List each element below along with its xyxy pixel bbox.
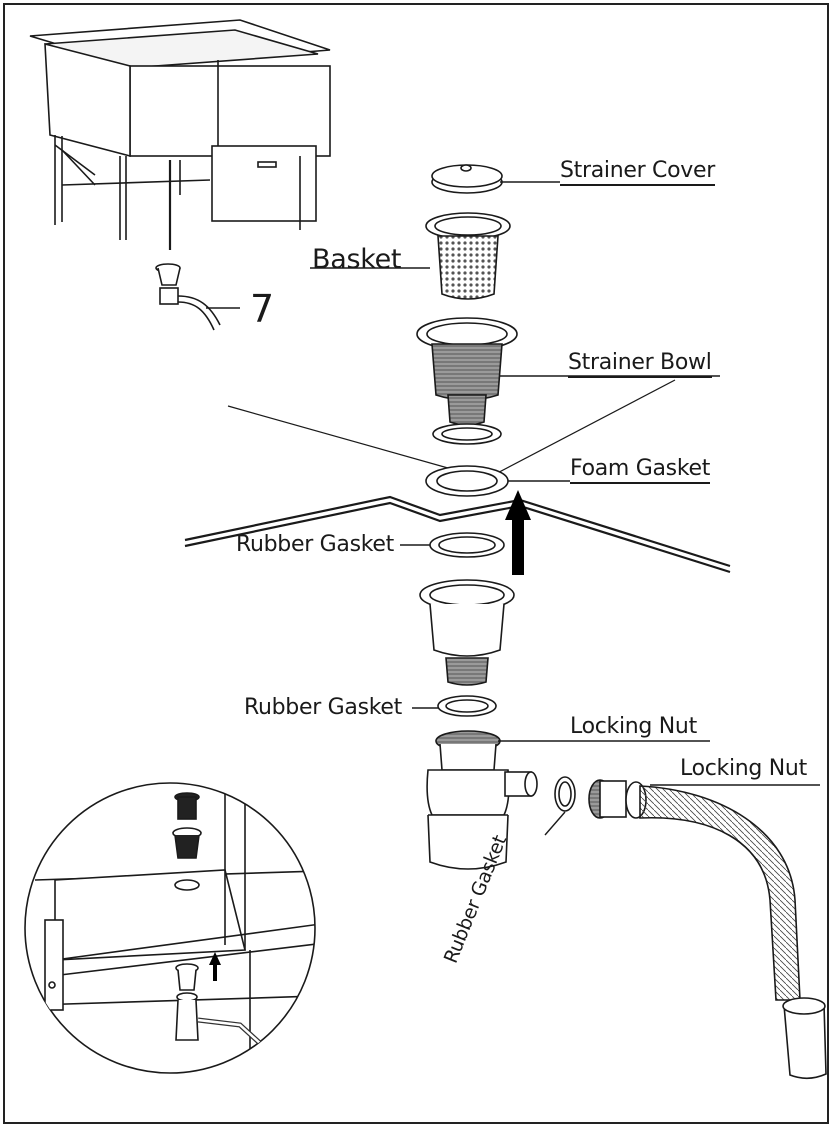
leader-lines: [310, 181, 820, 836]
callout-number: 7: [250, 287, 274, 331]
sink-cabinet: [29, 19, 331, 331]
label-rubber-gasket-upper: Rubber Gasket: [236, 532, 394, 557]
rubber-gasket-lower-part: [437, 695, 497, 717]
label-rubber-gasket-lower: Rubber Gasket: [244, 695, 402, 720]
label-foam-gasket: Foam Gasket: [570, 458, 710, 484]
strainer-bowl-part: [416, 317, 518, 445]
bottle-trap-part: [426, 730, 538, 870]
foam-gasket-part: [425, 465, 509, 497]
strainer-cover-part: [431, 164, 503, 194]
inset-detail: [24, 782, 316, 1074]
label-locking-nut-upper: Locking Nut: [570, 714, 697, 739]
side-locking-nut-part: [588, 779, 647, 819]
label-locking-nut-right: Locking Nut: [680, 756, 807, 781]
drain-body-part: [419, 579, 515, 686]
outer-frame: [3, 3, 829, 1124]
flexible-hose-part: [639, 785, 827, 1080]
label-strainer-cover: Strainer Cover: [560, 160, 715, 186]
label-strainer-bowl: Strainer Bowl: [568, 352, 712, 378]
rubber-gasket-upper-part: [429, 532, 505, 558]
label-basket: Basket: [312, 244, 402, 275]
side-rubber-gasket-part: [554, 776, 576, 812]
basket-part: [425, 212, 511, 300]
upward-arrow: [505, 490, 531, 575]
